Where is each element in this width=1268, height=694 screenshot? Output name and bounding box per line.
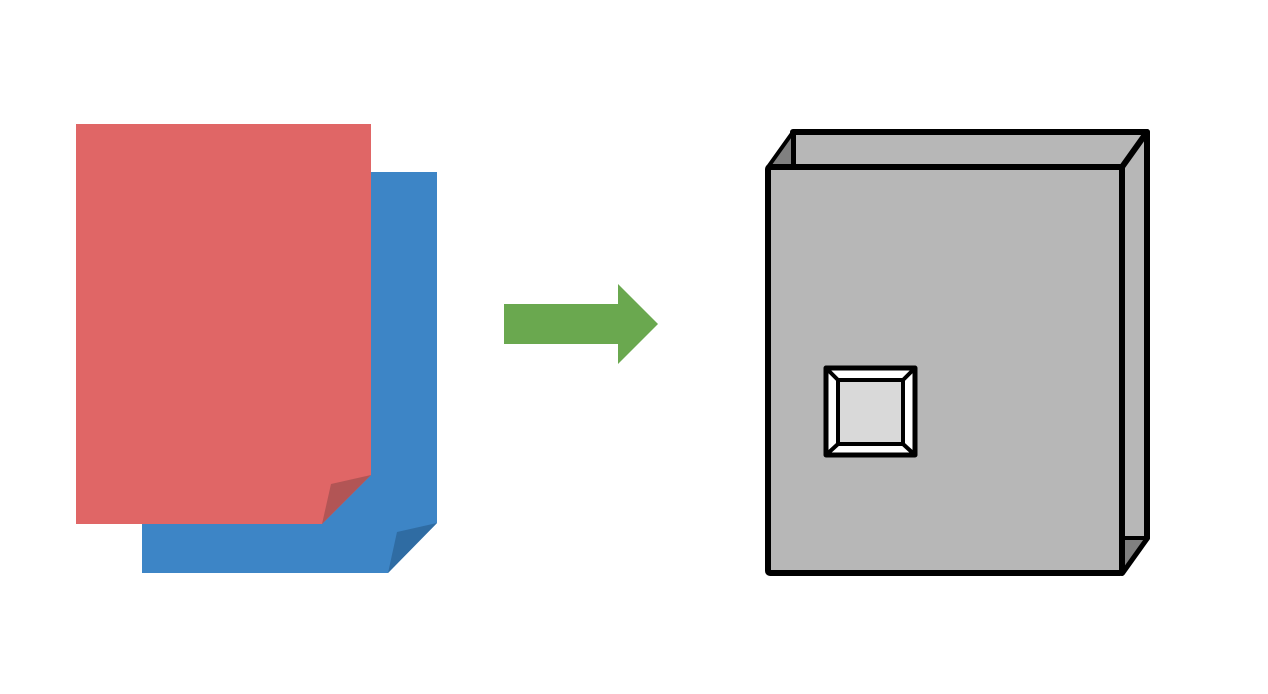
red-document-fold	[322, 475, 371, 524]
blue-document-fold	[388, 523, 437, 573]
file-box-handle-inner	[836, 378, 905, 446]
file-box-side-panel	[1119, 129, 1150, 576]
file-box-front-panel	[765, 164, 1125, 576]
file-box-top-left-bevel	[766, 130, 795, 169]
right-arrow-icon	[504, 284, 658, 364]
red-document-icon	[76, 124, 371, 524]
file-box-icon	[765, 129, 1150, 576]
file-box-bottom-bevel	[1120, 536, 1149, 575]
file-box-handle	[823, 365, 918, 458]
red-document-page	[76, 124, 371, 524]
